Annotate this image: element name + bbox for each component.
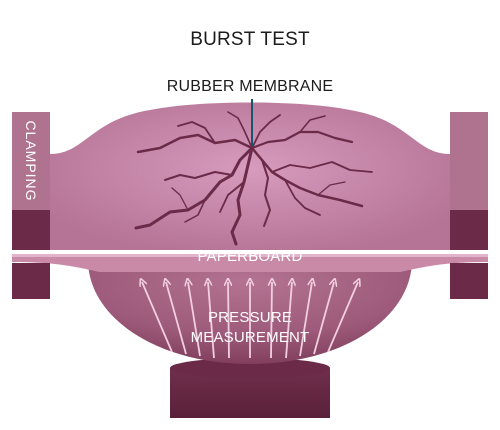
paperboard-edge xyxy=(12,254,488,257)
pressure-arrow xyxy=(285,282,292,359)
base-pedestal xyxy=(170,358,330,418)
pressure-arrow xyxy=(327,282,358,353)
pressure-arrow xyxy=(228,282,229,359)
membrane-cracks xyxy=(134,111,373,246)
pressure-label-line2: MEASUREMENT xyxy=(190,329,310,346)
paperboard-sheet xyxy=(12,256,488,272)
clamp-right xyxy=(450,112,488,299)
pressure-label-line1: PRESSURE xyxy=(207,309,293,326)
pressure-arrow xyxy=(299,282,312,357)
diagram-title: BURST TEST xyxy=(190,29,310,50)
pressure-measurement-label: PRESSURE MEASUREMENT xyxy=(150,308,350,348)
pressure-arrow xyxy=(208,282,215,359)
pressure-arrow xyxy=(313,282,334,355)
rubber-membrane xyxy=(50,102,450,250)
pressure-arrow xyxy=(188,282,201,357)
pressure-arrow xyxy=(271,282,272,359)
paperboard-label: PAPERBOARD xyxy=(197,248,303,265)
rubber-membrane-label: RUBBER MEMBRANE xyxy=(166,78,334,95)
clamping-label: CLAMPING xyxy=(23,120,39,202)
pressure-arrows xyxy=(142,282,358,359)
pressure-arrow xyxy=(142,282,173,353)
clamp-left xyxy=(12,112,50,299)
pressure-arrow xyxy=(166,282,187,355)
